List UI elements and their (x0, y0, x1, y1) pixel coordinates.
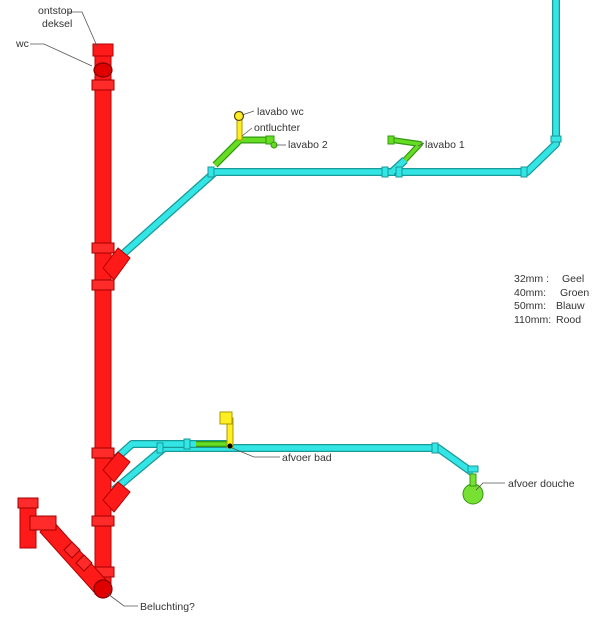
shower-drain-neck (469, 473, 477, 487)
label-ontstop-line2: deksel (42, 18, 72, 30)
blue-couplings (156, 135, 562, 473)
lavabo1-connector (387, 135, 395, 145)
ventilation-couplings (63, 541, 93, 572)
lavabo2-connector (265, 135, 275, 145)
legend-size-50: 50mm: (514, 300, 546, 312)
legend-size-40: 40mm: (514, 287, 546, 299)
pipe-upper-blue-fill (112, 0, 559, 265)
legend-size-32: 32mm : (514, 273, 549, 285)
shower-drain (462, 483, 484, 505)
main-stack-pipe (94, 47, 112, 595)
label-afvoer-douche: afvoer douche (508, 478, 575, 490)
legend-color-40: Groen (560, 287, 589, 299)
bath-junction (227, 443, 233, 449)
label-ontluchter: ontluchter (254, 122, 301, 134)
leader-lines (30, 11, 505, 607)
pipe-bath-shower-blue-fill (112, 445, 475, 493)
ventilation-tee (29, 515, 57, 531)
pipe-upper-blue (111, 0, 560, 265)
pipes-32mm-yellow (219, 110, 245, 449)
lavabo-wc-pipe (236, 117, 243, 141)
bath-riser-top (219, 411, 233, 425)
label-afvoer-bad: afvoer bad (282, 452, 332, 464)
pipe-lavabo1-green-fill (391, 138, 422, 162)
pipes-40mm-green (196, 135, 484, 505)
stack-110mm-red (17, 43, 131, 599)
ventilation-cap-top (17, 497, 39, 509)
label-wc: wc (15, 38, 29, 50)
lavabo-wc-trap (233, 110, 245, 122)
pipes-50mm-blue (109, 0, 562, 494)
legend-color-32: Geel (562, 273, 584, 285)
red-couplings (91, 79, 115, 578)
upper-y-branch (102, 247, 131, 281)
stack-top-cap (92, 43, 114, 57)
label-lavabo1: lavabo 1 (425, 139, 465, 151)
label-lavabo-wc: lavabo wc (257, 106, 304, 118)
legend-size-110: 110mm: (514, 314, 551, 326)
pipe-lavabo2-green (212, 136, 272, 168)
pipe-lavabo1-blue-fill (390, 157, 407, 175)
pipe-size-legend: 32mm : Geel 40mm: Groen 50mm: Blauw 110m… (514, 273, 589, 326)
legend-color-50: Blauw (556, 300, 585, 312)
lower-y-branch-2 (102, 481, 131, 513)
wc-inlet (93, 62, 113, 78)
stack-bottom-elbow (93, 579, 113, 599)
component-labels: ontstop deksel wc lavabo wc ontluchter l… (15, 5, 575, 613)
label-lavabo2: lavabo 2 (288, 139, 328, 151)
label-beluchting: Beluchting? (140, 601, 195, 613)
legend-color-110: Rood (556, 314, 581, 326)
lower-y-branch-1 (102, 451, 131, 483)
label-ontstop-line1: ontstop (38, 5, 73, 17)
